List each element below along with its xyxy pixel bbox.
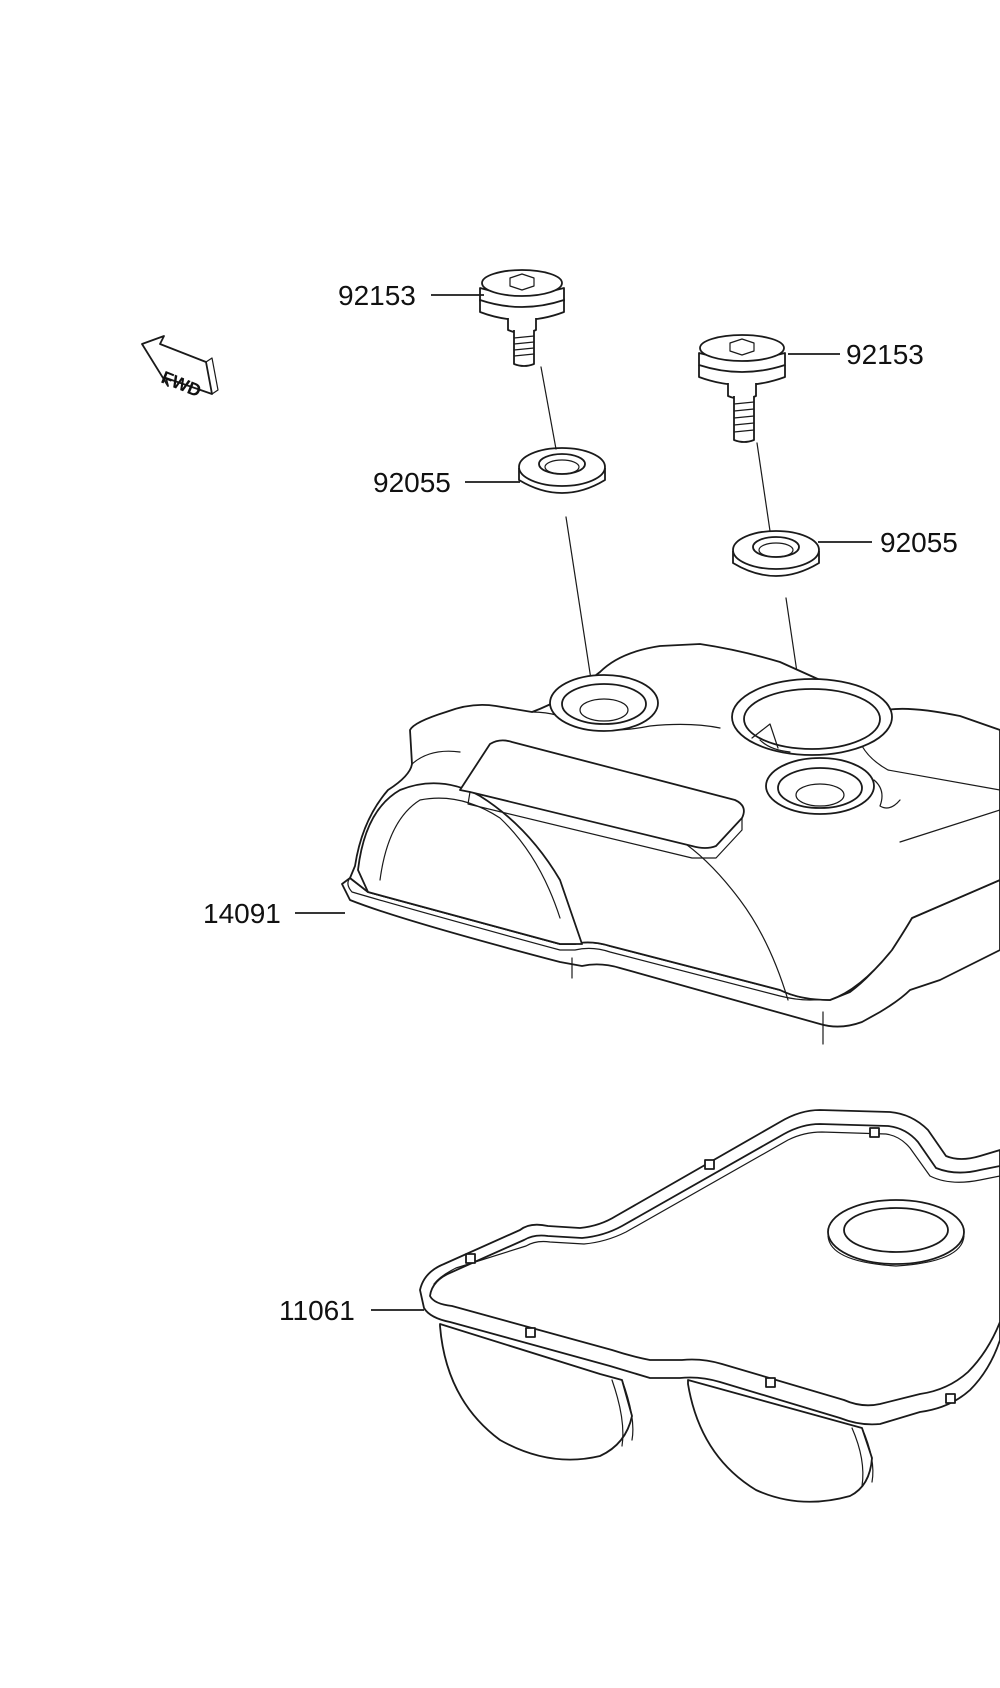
- washer-right: [732, 530, 820, 577]
- callout-leaders: [295, 294, 872, 1311]
- cylinder-head-cover: [341, 643, 1000, 1045]
- bolt-right: [698, 334, 786, 443]
- fwd-arrow-icon: FWD: [141, 335, 219, 401]
- callout-bolt-left: 92153: [338, 280, 416, 311]
- cover-gasket: [419, 1109, 1000, 1503]
- callout-cover: 14091: [203, 898, 281, 929]
- callout-washer-right: 92055: [880, 527, 958, 558]
- callout-gasket: 11061: [279, 1295, 355, 1326]
- callout-washer-left: 92055: [373, 467, 451, 498]
- washer-left: [518, 447, 606, 494]
- bolt-left: [479, 269, 565, 367]
- callout-bolt-right: 92153: [846, 339, 924, 370]
